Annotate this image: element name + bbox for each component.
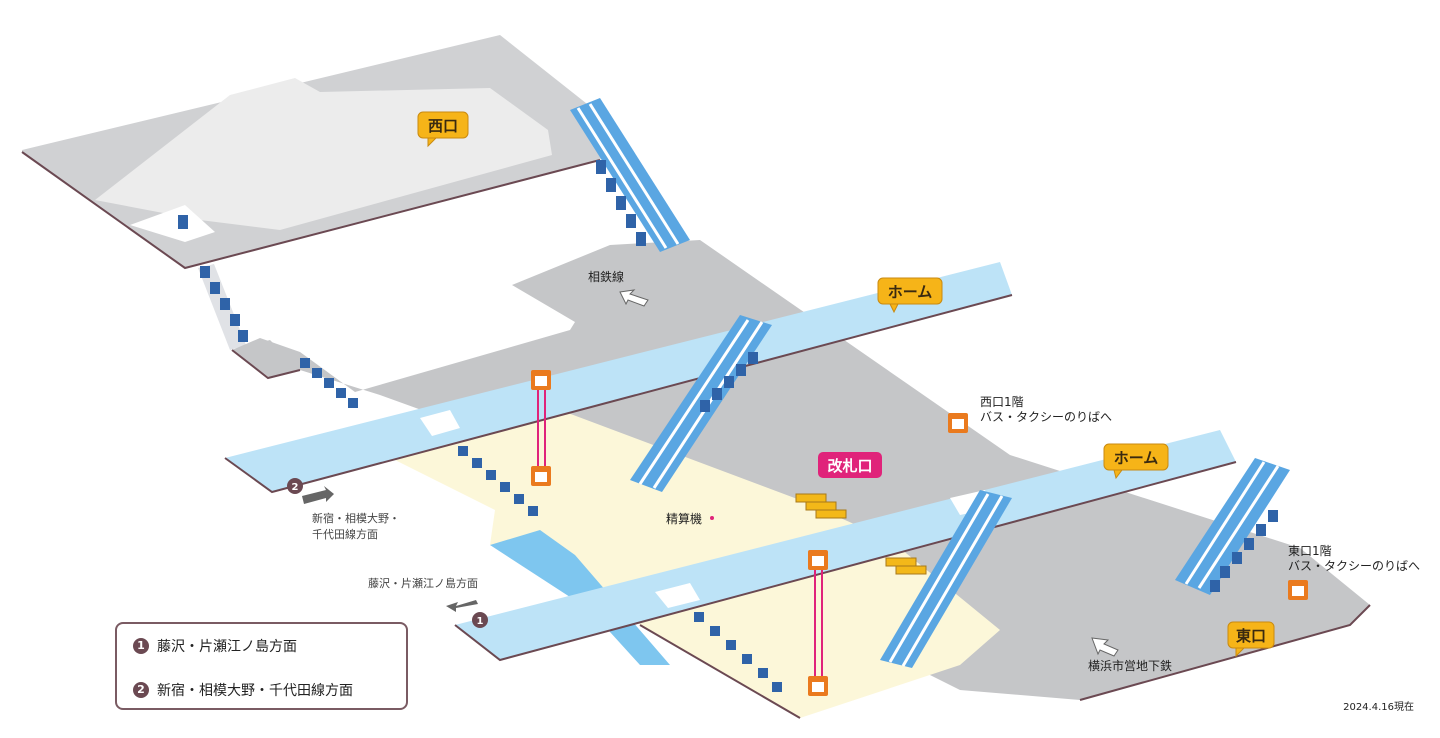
label-fare-adjustment: 精算機 [666,511,702,526]
svg-text:1: 1 [477,616,484,627]
escalator-east-exit [1175,458,1290,595]
date-note: 2024.4.16現在 [1343,702,1414,713]
callout-home-lower: ホーム [1103,443,1169,480]
callout-home-upper: ホーム [877,277,943,314]
fare-dot-icon [710,516,714,520]
platform-marker-1: 1 [472,612,488,628]
legend-item-2: 2 新宿・相模大野・千代田線方面 [133,680,353,700]
callout-ticket-gate: 改札口 [818,452,882,478]
stairs [178,160,1278,692]
platform-marker-2: 2 [287,478,303,494]
arrow-dir2-icon [302,486,334,504]
svg-text:改札口: 改札口 [827,457,872,475]
arrow-subway-icon [1091,637,1119,657]
label-east-1f-bus: バス・タクシーのりばへ [1288,559,1420,573]
callout-west-exit: 西口 [417,111,469,148]
label-east-1f: 東口1階 [1288,543,1332,558]
legend: 1 藤沢・片瀬江ノ島方面 2 新宿・相模大野・千代田線方面 [115,622,408,710]
svg-text:ホーム: ホーム [888,283,933,301]
svg-text:東口: 東口 [1236,627,1266,645]
label-sotetsu: 相鉄線 [588,269,624,284]
upper-concourse [21,35,620,270]
label-dir2-line1: 新宿・相模大野・ [312,511,400,525]
label-west-1f-bus: バス・タクシーのりばへ [980,410,1112,424]
escalator-lower-platform [880,490,1012,668]
label-dir1: 藤沢・片瀬江ノ島方面 [368,576,478,590]
legend-number: 2 [133,682,149,698]
legend-text: 新宿・相模大野・千代田線方面 [157,683,353,699]
svg-text:ホーム: ホーム [1114,449,1159,467]
arrow-dir1-icon [446,600,478,612]
elevator-icon [531,370,1308,696]
platform-upper [224,262,1013,494]
svg-text:2: 2 [292,482,299,493]
callout-east-exit: 東口 [1227,621,1275,658]
elevator-shafts [537,388,823,680]
label-dir2-line2: 千代田線方面 [312,527,378,541]
mid-concourse [231,240,1371,701]
arrow-sotetsu-icon [619,289,649,307]
legend-text: 藤沢・片瀬江ノ島方面 [157,639,297,655]
label-west-1f: 西口1階 [980,394,1024,409]
ticket-gate-machines [795,493,927,575]
label-subway: 横浜市営地下鉄 [1088,658,1172,673]
svg-text:西口: 西口 [428,117,458,135]
legend-number: 1 [133,638,149,654]
legend-item-1: 1 藤沢・片瀬江ノ島方面 [133,636,297,656]
escalator-west-exit [570,98,690,252]
